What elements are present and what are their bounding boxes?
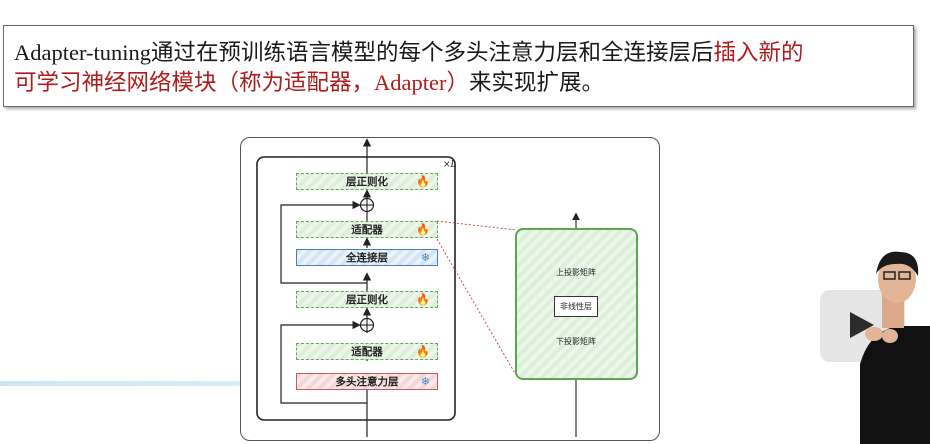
presenter-video — [860, 251, 930, 444]
fire-icon: 🔥 — [416, 224, 430, 236]
snowflake-icon: ❄ — [420, 252, 430, 264]
layer-norm-bottom-label: 层正则化 — [346, 294, 388, 306]
adapter-top: 适配器 🔥 — [296, 221, 438, 238]
layer-norm-bottom: 层正则化 🔥 — [296, 291, 438, 308]
adapter-bottom-label: 适配器 — [351, 346, 383, 358]
caption-line-1-text: Adapter-tuning通过在预训练语言模型的每个多头注意力层和全连接层后 — [14, 40, 714, 65]
fire-icon: 🔥 — [416, 176, 430, 188]
fire-icon: 🔥 — [416, 346, 430, 358]
down-projection-label: 下投影矩阵 — [556, 337, 596, 346]
adapter-bottom: 适配器 🔥 — [296, 343, 438, 360]
up-projection-label: 上投影矩阵 — [556, 268, 596, 277]
layer-attention-label: 多头注意力层 — [335, 376, 399, 388]
caption-line-1-highlight: 插入新的 — [713, 40, 804, 65]
caption-box: Adapter-tuning通过在预训练语言模型的每个多头注意力层和全连接层后插… — [3, 25, 914, 107]
layer-norm-top: 层正则化 🔥 — [296, 173, 438, 190]
layer-attention: 多头注意力层 ❄ — [296, 373, 438, 390]
caption-line-1: Adapter-tuning通过在预训练语言模型的每个多头注意力层和全连接层后插… — [14, 39, 804, 67]
layer-norm-top-label: 层正则化 — [346, 176, 388, 188]
layer-ffn-label: 全连接层 — [346, 252, 388, 264]
caption-line-2: 可学习神经网络模块（称为适配器，Adapter）来实现扩展。 — [14, 69, 604, 97]
progress-strip — [0, 381, 275, 386]
caption-line-2-highlight: 可学习神经网络模块（称为适配器，Adapter） — [14, 70, 469, 95]
layer-ffn: 全连接层 ❄ — [296, 249, 438, 266]
nonlinear-layer-label: 非线性层 — [560, 302, 592, 311]
nonlinear-layer: 非线性层 — [554, 296, 598, 317]
caption-line-2-text: 来实现扩展。 — [468, 70, 604, 95]
fire-icon: 🔥 — [416, 294, 430, 306]
adapter-top-label: 适配器 — [351, 224, 383, 236]
repeat-label: ×L — [443, 160, 457, 170]
snowflake-icon: ❄ — [420, 376, 430, 388]
